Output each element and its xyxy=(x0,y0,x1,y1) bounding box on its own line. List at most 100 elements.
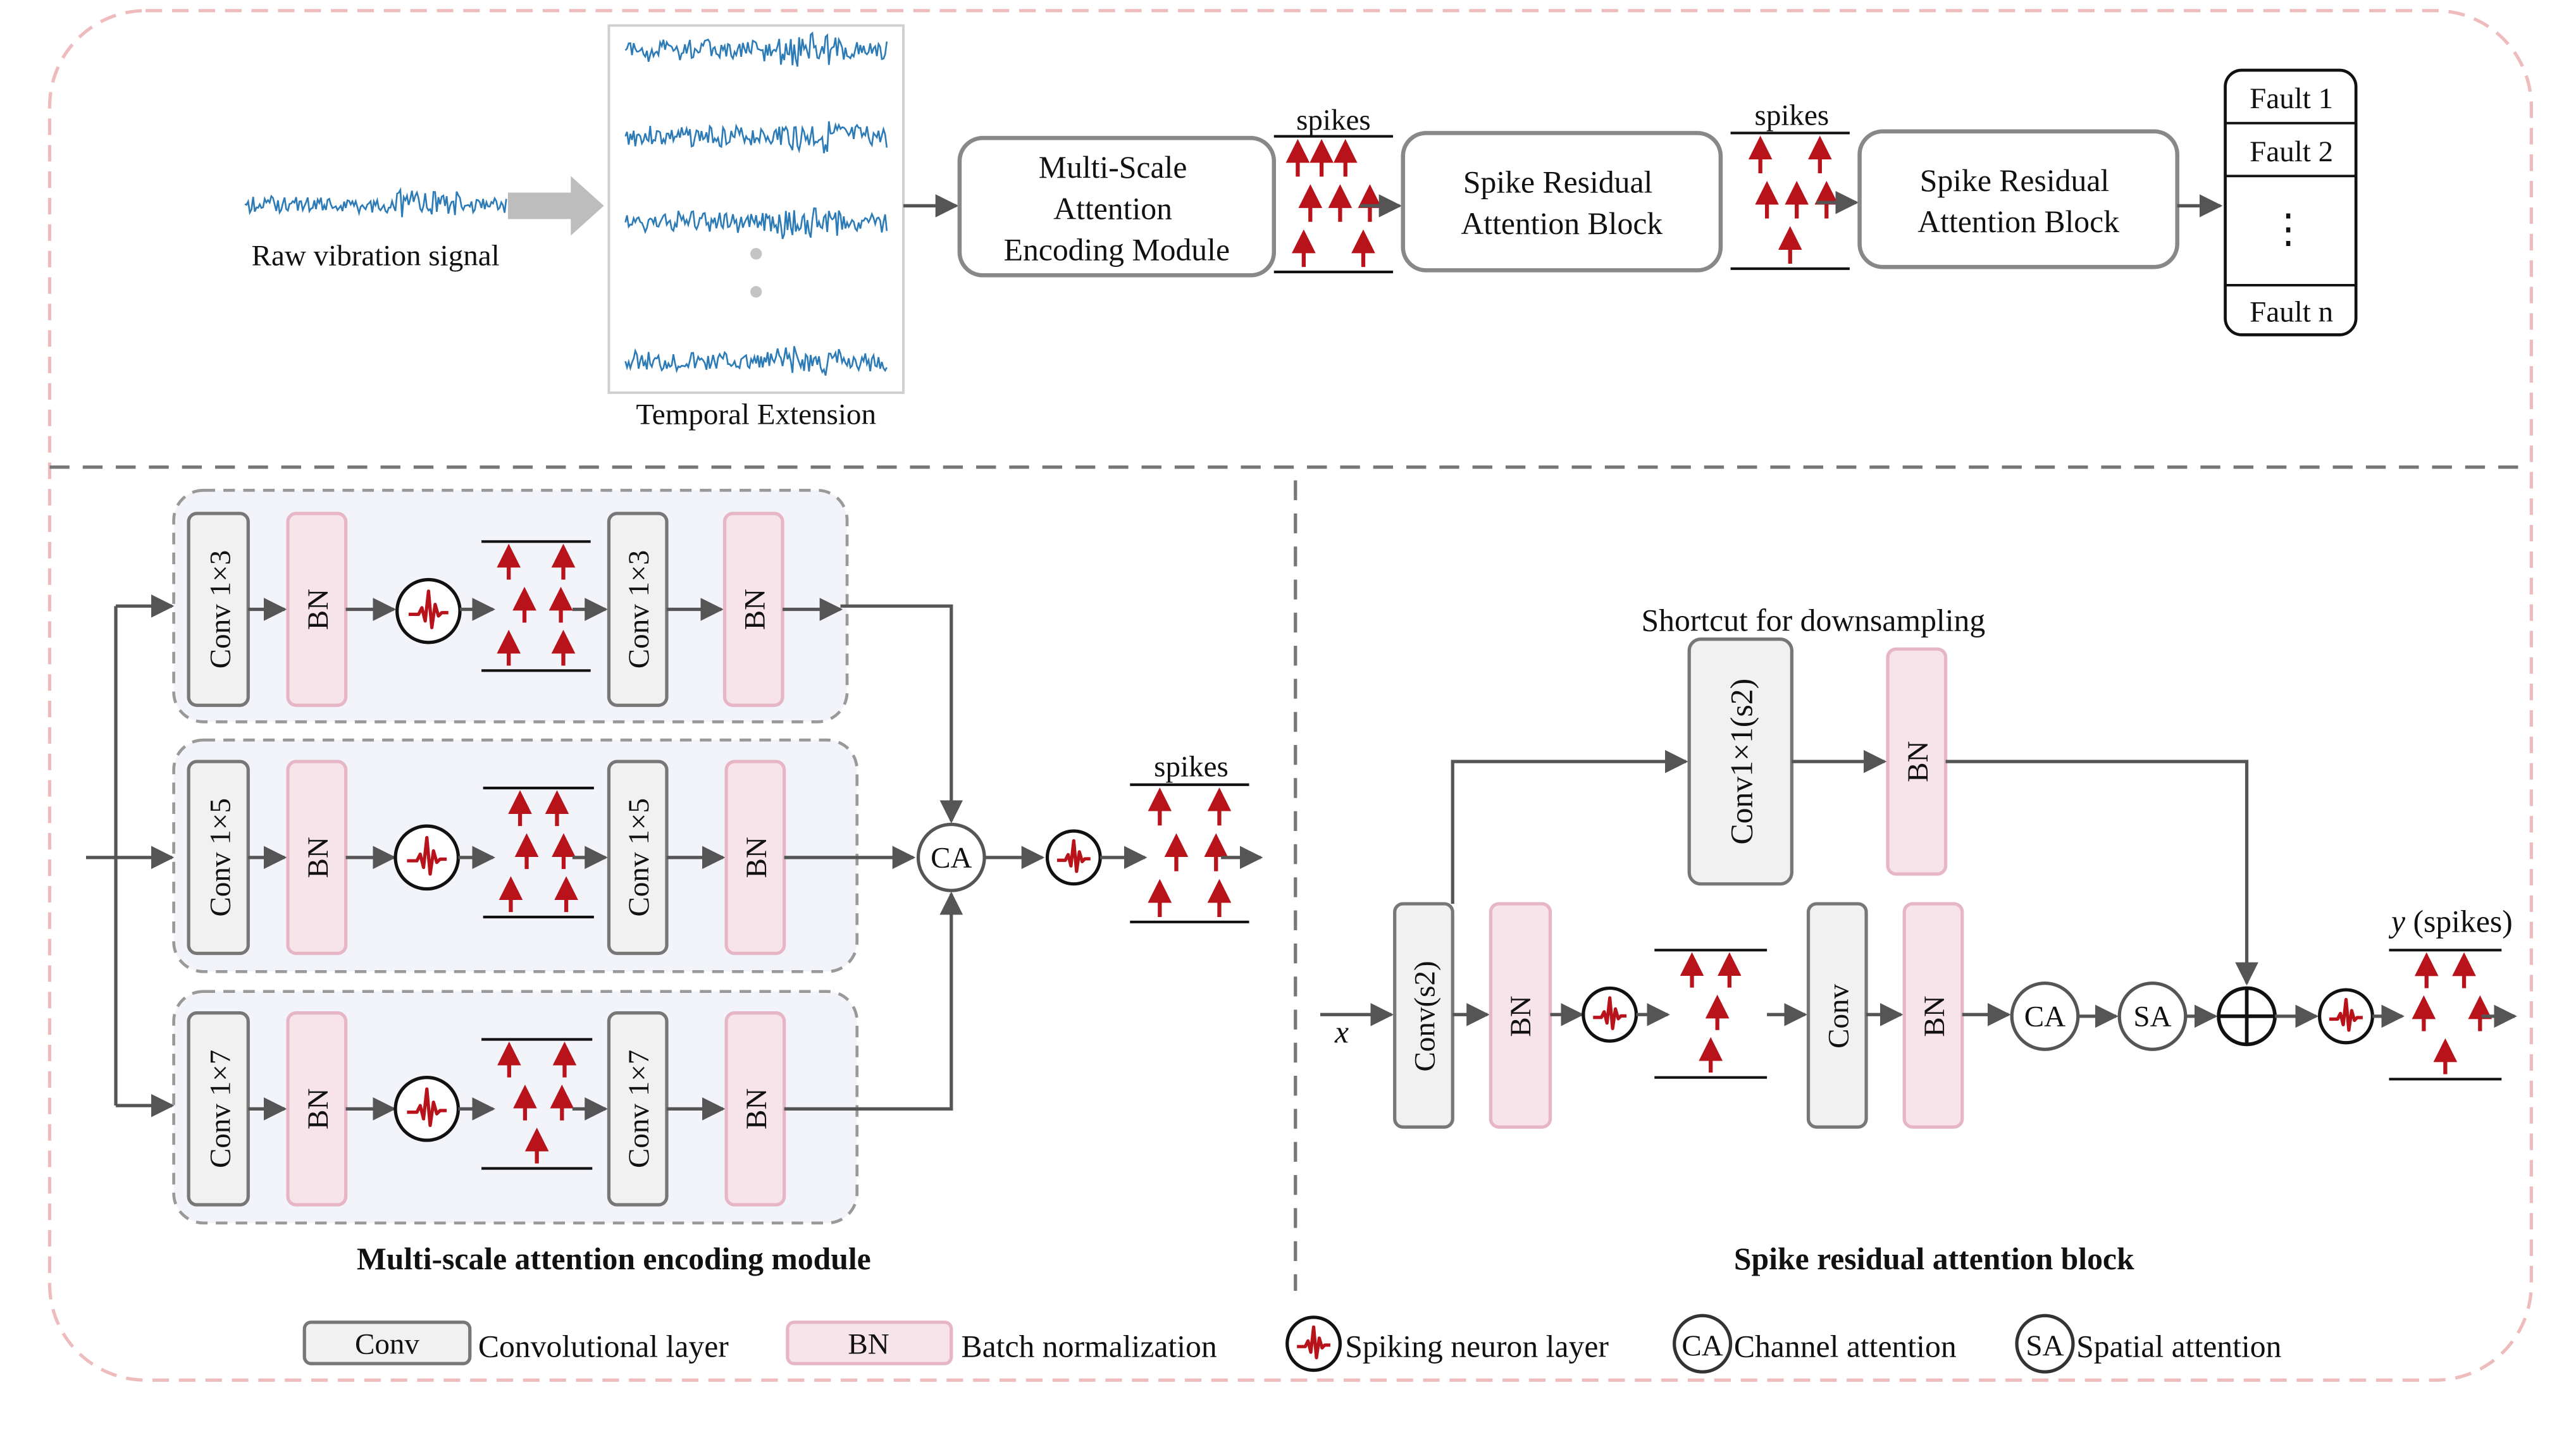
shortcut-label: Shortcut for downsampling xyxy=(1641,603,1985,638)
merge-line-bottom xyxy=(784,891,963,1111)
legend-spiking-neuron-icon xyxy=(1285,1315,1342,1372)
neuron-spike-glyph xyxy=(1056,839,1091,873)
residual-block-1-label: Spike Residual Attention Block xyxy=(1461,164,1663,240)
legend-bn-text: Batch normalization xyxy=(961,1329,1217,1364)
neuron-spike-glyph xyxy=(1593,996,1627,1030)
spiking-neuron-icon xyxy=(2318,988,2374,1045)
spike-train-group xyxy=(2389,949,2502,1081)
legend-bn-box xyxy=(786,1321,953,1365)
bn-label: BN xyxy=(740,837,773,878)
bn-label: BN xyxy=(1504,995,1537,1037)
neuron-spike-glyph xyxy=(407,835,447,876)
residual-block-1-box xyxy=(1401,131,1723,273)
conv-label: Conv 1×3 xyxy=(622,550,655,668)
neuron-circle xyxy=(393,824,461,891)
fault-output-box xyxy=(2224,68,2358,336)
conv-s2-label: Conv(s2) xyxy=(1408,961,1441,1071)
legend-sa-text: Spatial attention xyxy=(2076,1329,2281,1364)
spiking-neuron-icon xyxy=(395,577,462,644)
legend-sa-circle xyxy=(2015,1314,2075,1374)
conv-label: Conv 1×5 xyxy=(622,798,655,916)
extension-wave-2 xyxy=(624,121,888,154)
conv-label: Conv xyxy=(1822,983,1855,1048)
temporal-extension-label: Temporal Extension xyxy=(636,398,876,431)
conv-label: Conv 1×3 xyxy=(204,550,237,668)
spike-train-group xyxy=(483,786,594,919)
spike-train-group xyxy=(481,1038,593,1170)
bn-label: BN xyxy=(302,1088,335,1130)
msa-caption: Multi-scale attention encoding module xyxy=(357,1241,871,1276)
spatial-attention-label: SA xyxy=(2133,1001,2171,1033)
legend-conv-box-label: Conv xyxy=(355,1327,419,1360)
legend-ca-text: Channel attention xyxy=(1734,1329,1957,1364)
spike-train-group xyxy=(481,540,591,672)
bn-label: BN xyxy=(1918,995,1951,1037)
residual-block-2-label: Spike Residual Attention Block xyxy=(1917,163,2119,239)
neuron-circle xyxy=(393,1076,461,1142)
temporal-extension-panel xyxy=(607,24,905,394)
raw-signal-label: Raw vibration signal xyxy=(252,240,500,273)
conv-label: Conv 1×7 xyxy=(204,1050,237,1168)
fault-label: Fault n xyxy=(2250,295,2333,328)
spikes-label: spikes xyxy=(1154,751,1229,784)
neuron-spike-glyph xyxy=(1297,1325,1330,1360)
bn-label: BN xyxy=(302,589,335,630)
residual-block-2-box xyxy=(1857,129,2179,269)
legend-ca-label: CA xyxy=(1681,1329,1723,1362)
bn-label: BN xyxy=(740,1088,773,1130)
fault-ellipsis: ⋮ xyxy=(2269,207,2308,251)
conv-label: Conv 1×7 xyxy=(622,1050,655,1168)
encoding-module-line: Encoding Module xyxy=(1004,233,1230,268)
legend-sa-label: SA xyxy=(2026,1329,2064,1362)
encoding-module-line: Multi-Scale xyxy=(1039,150,1187,185)
channel-attention-label: CA xyxy=(931,842,972,875)
raw-to-extension-arrow xyxy=(507,176,604,236)
spiking-neuron-icon xyxy=(1582,986,1638,1043)
output-label: y (spikes) xyxy=(2388,904,2513,939)
output-label-var: y xyxy=(2388,904,2406,939)
output-label-rest: (spikes) xyxy=(2405,904,2513,939)
conv-label: Conv 1×5 xyxy=(204,798,237,916)
srab-caption: Spike residual attention block xyxy=(1734,1241,2134,1276)
spikes-label: spikes xyxy=(1296,104,1371,137)
neuron-spike-glyph xyxy=(2329,997,2363,1032)
extension-wave-4 xyxy=(624,346,888,376)
spikes-label: spikes xyxy=(1755,99,1830,132)
encoding-module-box xyxy=(957,135,1277,278)
extension-dot xyxy=(750,248,762,260)
spiking-neuron-icon xyxy=(1045,829,1102,886)
encoding-module-label: Multi-Scale Attention Encoding Module xyxy=(1004,150,1230,268)
spike-train-group xyxy=(1130,783,1249,923)
shortcut-line-out xyxy=(1945,760,2258,986)
spike-train-group xyxy=(1273,135,1394,274)
spike-train-group xyxy=(1730,132,1850,270)
shortcut-conv-label: Conv1×1(s2) xyxy=(1725,679,1759,845)
neuron-spike-glyph xyxy=(408,589,449,629)
legend-conv-text: Convolutional layer xyxy=(478,1329,729,1364)
extension-dot xyxy=(750,286,762,298)
outer-frame xyxy=(47,9,2534,1382)
raw-signal xyxy=(244,187,507,218)
residual-block-line: Attention Block xyxy=(1917,204,2119,239)
bn-label: BN xyxy=(302,837,335,878)
spiking-neuron-icon xyxy=(393,1076,461,1142)
merge-line-top xyxy=(840,604,963,823)
neuron-circle xyxy=(395,577,462,644)
legend-conv-box xyxy=(302,1321,472,1365)
raw-signal-wave xyxy=(244,187,507,218)
input-label: x xyxy=(1334,1015,1349,1050)
shortcut-bn-label: BN xyxy=(1902,741,1935,782)
residual-block-line: Spike Residual xyxy=(1463,164,1652,199)
extension-wave-3 xyxy=(624,207,888,240)
bn-box xyxy=(1489,902,1552,1129)
channel-attention-label: CA xyxy=(2024,1001,2065,1033)
fault-label: Fault 2 xyxy=(2250,135,2333,168)
residual-block-line: Attention Block xyxy=(1461,206,1663,241)
fault-label: Fault 1 xyxy=(2250,82,2333,115)
legend-bn-box-label: BN xyxy=(848,1327,889,1360)
residual-block-line: Spike Residual xyxy=(1920,163,2109,198)
add-node xyxy=(2217,986,2277,1047)
spiking-neuron-icon xyxy=(393,824,461,891)
encoding-module-line: Attention xyxy=(1053,191,1172,226)
legend-ca-circle xyxy=(1673,1314,1733,1374)
